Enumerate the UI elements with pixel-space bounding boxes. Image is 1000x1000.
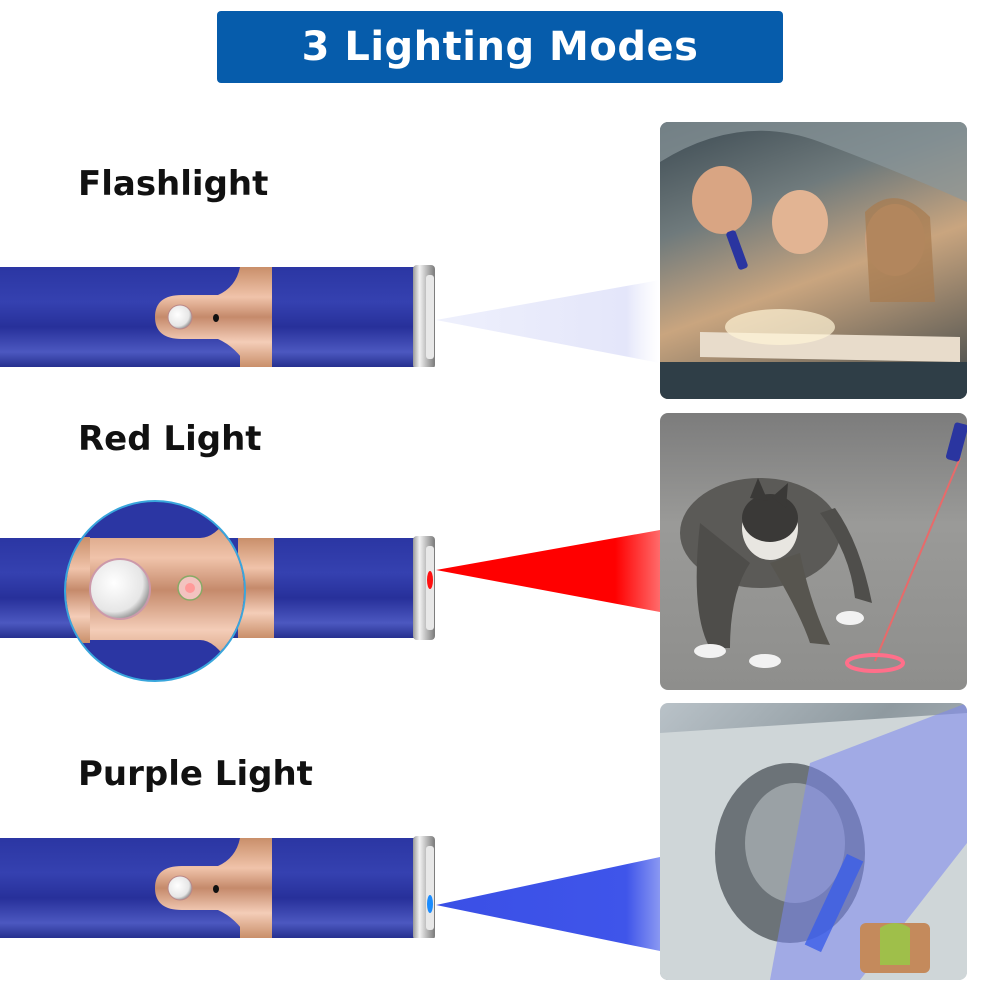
page-title: 3 Lighting Modes — [301, 24, 699, 70]
purple-light-pen-image — [0, 836, 435, 938]
red-light-photo — [660, 413, 967, 690]
mode-label-flashlight: Flashlight — [78, 164, 269, 204]
flashlight-photo — [660, 122, 967, 399]
uv-purple-beam — [436, 857, 660, 951]
family-reading-illustration — [660, 122, 967, 399]
flashlight-pen-image — [0, 265, 435, 367]
flashlight-beam — [436, 280, 660, 363]
power-button-icon — [89, 558, 151, 620]
red-light-pen-image — [0, 500, 435, 682]
cat-laser-illustration — [680, 422, 967, 673]
title-banner: 3 Lighting Modes — [217, 11, 783, 83]
mode-label-red-light: Red Light — [78, 419, 262, 459]
purple-light-photo — [660, 703, 967, 980]
mode-label-purple-light: Purple Light — [78, 754, 313, 794]
banknote-uv-illustration — [660, 703, 967, 980]
power-button-icon — [167, 304, 193, 330]
red-laser-beam — [436, 530, 660, 612]
power-button-icon — [167, 875, 193, 901]
